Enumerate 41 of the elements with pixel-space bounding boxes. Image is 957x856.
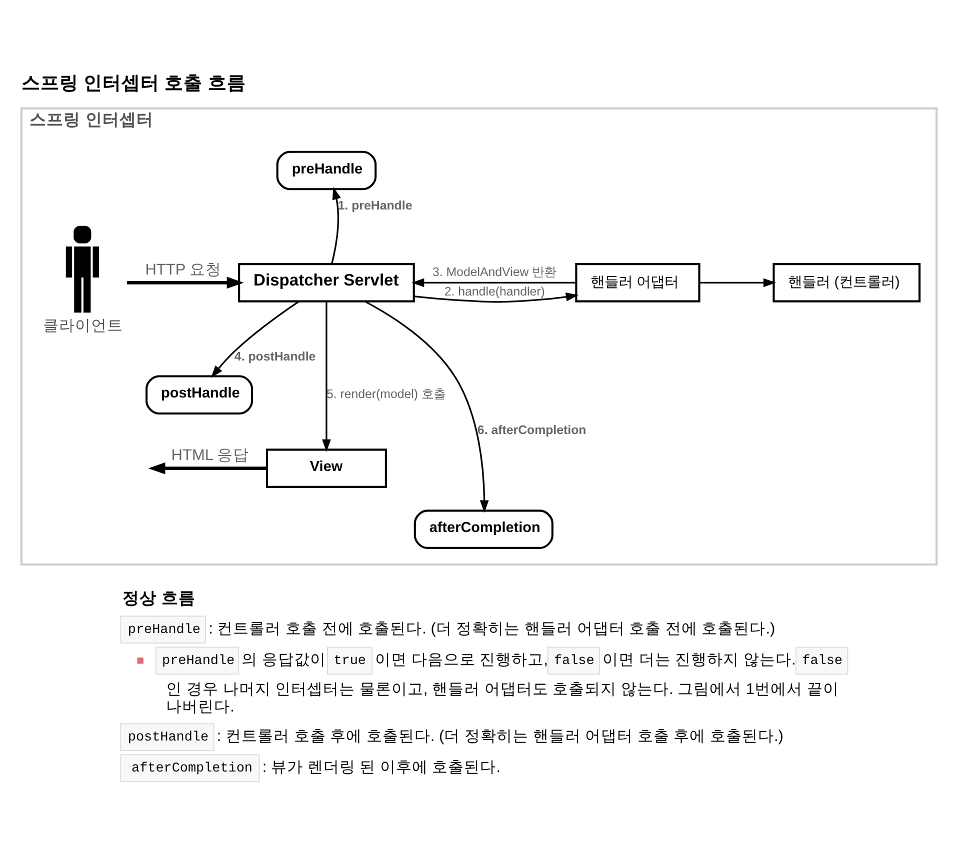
arrow [413, 292, 578, 302]
arrow [126, 276, 244, 288]
arrow [330, 186, 340, 264]
node-box: View [265, 448, 386, 488]
label: afterCompletion [131, 761, 252, 776]
arrow [148, 462, 266, 474]
label: : 뷰가 렌더링 된 이후에 호출된다. [262, 758, 500, 776]
label: true [333, 654, 366, 669]
edge-label: 4. postHandle [234, 348, 316, 363]
diagram-title: 스프링 인터셉터 호출 흐름 [20, 72, 246, 93]
label: 인 경우 나머지 인터셉터는 물론이고, 핸들러 어댑터도 호출되지 않는다. 그림에서 1번에서 끝이 나버린다. [166, 680, 838, 715]
edge-label: 6. afterCompletion [476, 422, 586, 436]
node-box: postHandle [145, 374, 253, 414]
edge-label: HTML 응답 [170, 446, 249, 464]
edge-label: 1. preHandle [337, 198, 412, 212]
label: false [802, 654, 842, 669]
label: 이면 다음으로 진행하고, [374, 650, 548, 668]
edge-label: 3. ModelAndView 반환 [432, 264, 556, 279]
edge-label: HTTP 요청 [144, 260, 222, 278]
label: : 컨트롤러 호출 전에 호출된다. (더 정확히는 핸들러 어댑터 호출 전에 호출된다.) [208, 620, 775, 637]
label: preHandle [127, 622, 200, 638]
node-box: afterCompletion [413, 509, 553, 548]
edge-label: 2. handle(handler) [444, 284, 544, 298]
label: 정상 흐름 [122, 588, 195, 608]
node-box: 핸들러 어댑터 [574, 262, 700, 302]
arrow [698, 278, 776, 287]
arrow [210, 300, 299, 378]
node-box: 핸들러 (컨트롤러) [772, 262, 920, 302]
label: 의 응답값이 [241, 650, 326, 668]
label: postHandle [127, 730, 208, 746]
label: preHandle [162, 654, 234, 669]
label: 이면 더는 진행하지 않는다. [602, 650, 796, 668]
node-box: preHandle [276, 150, 376, 190]
arrow [364, 300, 488, 512]
arrow [322, 300, 330, 452]
arrow [411, 278, 576, 287]
edge-label: 5. render(model) 호출 [326, 386, 446, 401]
label: false [553, 654, 594, 669]
node-label: 클라이언트 [42, 316, 123, 334]
label: : 컨트롤러 호출 후에 호출된다. (더 정확히는 핸들러 어댑터 호출 후에 호출된다.) [216, 727, 783, 744]
node-box: Dispatcher Servlet [238, 262, 414, 302]
